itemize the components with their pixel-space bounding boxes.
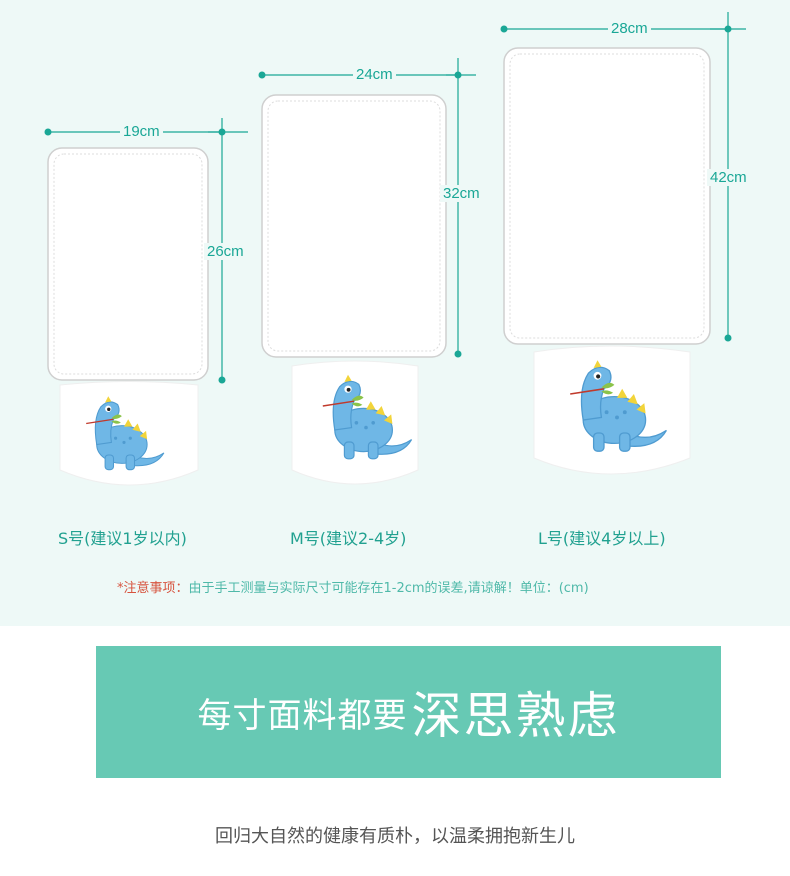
banner-lead: 每寸面料都要 (197, 695, 408, 736)
size-m-label: M号(建议2-4岁) (290, 529, 407, 548)
slogan-banner: 每寸面料都要 深思熟虑 (96, 646, 721, 778)
l-width-label: 28cm (608, 20, 651, 37)
m-width-label: 24cm (353, 66, 396, 83)
size-s-label: S号(建议1岁以内) (58, 529, 187, 548)
size-illustration (44, 12, 746, 486)
tagline: 回归大自然的健康有质朴，以温柔拥抱新生儿 (215, 826, 575, 847)
l-height-label: 42cm (707, 169, 750, 186)
measurement-note: *注意事项：由于手工测量与实际尺寸可能存在1-2cm的误差,请谅解！单位：(cm… (117, 577, 589, 596)
note-text: 由于手工测量与实际尺寸可能存在1-2cm的误差,请谅解！单位：(cm) (188, 581, 589, 596)
s-width-label: 19cm (120, 123, 163, 140)
s-height-label: 26cm (204, 243, 247, 260)
banner-emphasis: 深思熟虑 (411, 687, 620, 745)
s-towel (47, 147, 209, 486)
m-towel (261, 94, 447, 485)
note-heading: *注意事项： (117, 581, 189, 596)
m-height-label: 32cm (440, 185, 483, 202)
size-l-label: L号(建议4岁以上) (538, 529, 666, 548)
